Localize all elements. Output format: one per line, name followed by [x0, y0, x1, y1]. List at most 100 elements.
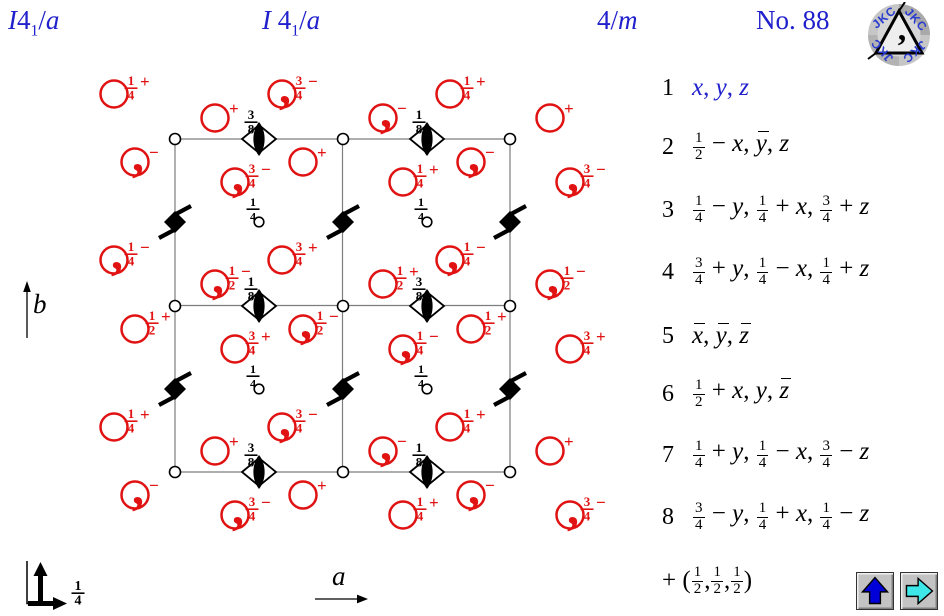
fraction-numerator: 1	[416, 107, 423, 122]
nav-up-button[interactable]	[856, 572, 894, 610]
fraction-numerator: 1	[229, 263, 236, 278]
text: +	[832, 255, 860, 283]
atom-circle: 12+	[456, 307, 507, 344]
text: +	[769, 193, 796, 221]
fraction-denominator: 8	[416, 122, 423, 137]
variable: x	[795, 255, 807, 283]
text: ,	[743, 255, 756, 283]
title-slash: /	[299, 5, 307, 35]
height-sign: −	[261, 493, 271, 512]
variable: z	[859, 255, 870, 283]
fraction-numerator: 3	[584, 161, 591, 176]
fraction-numerator: 3	[296, 73, 303, 88]
text: ,	[766, 377, 780, 405]
atom-circle: +	[288, 476, 327, 510]
text: ,	[766, 130, 780, 158]
text: )	[743, 567, 753, 594]
atom-enantiomer: ,−	[120, 462, 159, 515]
atom-circle: 14+	[435, 405, 486, 442]
space-group-number: No. 88	[756, 5, 830, 35]
comma-glyph: ,	[300, 296, 312, 349]
up-arrow-icon	[860, 576, 890, 605]
fraction-numerator: 1	[250, 195, 256, 209]
atom-circle: 14+	[388, 160, 439, 197]
jkc-logo: , JKC JKC JKC JKC	[867, 2, 930, 66]
atom-circle: 34+	[267, 238, 318, 275]
screw-axis-icon	[493, 204, 527, 240]
fraction-denominator: 4	[296, 88, 303, 103]
text: +	[769, 500, 796, 528]
fraction-denominator: 4	[417, 509, 424, 524]
variable: x	[732, 130, 744, 158]
atom-circle: +	[535, 99, 574, 133]
fraction-denominator: 4	[250, 377, 256, 391]
rotoinversion-axis-icon: 18	[408, 107, 446, 156]
height-sign: +	[261, 327, 271, 346]
fraction-denominator: 4	[418, 210, 424, 224]
text: ,	[726, 322, 740, 349]
text: +	[705, 255, 733, 283]
fraction-numerator: 3	[249, 494, 256, 509]
fraction-denominator: 4	[128, 88, 135, 103]
height-sign: +	[140, 405, 150, 424]
rotoinversion-axis-icon: 18	[408, 440, 446, 489]
comma-glyph: ,	[567, 482, 579, 535]
operation-formula: x, y, z	[692, 322, 749, 350]
variable: z	[859, 193, 870, 221]
text: ,	[703, 74, 716, 101]
fraction-numerator: 3	[296, 239, 303, 254]
barred-variable: y	[755, 130, 767, 158]
atom-circle: 14+	[388, 493, 439, 530]
height-sign: −	[485, 476, 495, 495]
inversion-center-icon: 14	[246, 195, 265, 228]
fraction-denominator: 8	[416, 455, 423, 470]
text: −	[705, 130, 733, 158]
fraction-numerator: 1	[417, 494, 424, 509]
comma-glyph: ,	[380, 418, 392, 471]
height-sign: +	[497, 307, 507, 326]
height-sign: −	[596, 160, 606, 179]
height-sign: +	[317, 143, 327, 162]
fraction-denominator: 8	[416, 289, 423, 304]
fraction-numerator: 1	[128, 406, 135, 421]
height-sign: +	[476, 72, 486, 91]
nav-next-button[interactable]	[900, 572, 938, 610]
space-group-title-short: I41/a	[8, 5, 59, 40]
fraction-numerator: 1	[485, 308, 492, 323]
height-sign: −	[485, 143, 495, 162]
variable: y	[732, 193, 744, 221]
lattice-node	[168, 465, 182, 479]
rotoinversion-axis-icon: 38	[240, 107, 278, 156]
variable: y	[755, 377, 767, 405]
text: −	[832, 500, 860, 528]
fraction-numerator: 1	[464, 239, 471, 254]
operation-number: 7	[662, 441, 674, 468]
comma-glyph: ,	[447, 227, 459, 280]
text: −	[769, 255, 796, 283]
comma-glyph: ,	[279, 61, 291, 114]
comma-glyph: ,	[279, 394, 291, 447]
text: ,	[743, 377, 756, 405]
atom-enantiomer: ,34−	[267, 61, 318, 114]
height-sign: −	[241, 262, 251, 281]
text: ,	[743, 193, 756, 221]
logo-comma-glyph: ,	[898, 11, 907, 48]
text: −	[769, 438, 796, 466]
axis-a-arrowhead	[357, 594, 368, 604]
fraction-denominator: 4	[75, 594, 82, 609]
variable: z	[859, 500, 870, 528]
operation-number: 3	[662, 196, 674, 223]
height-sign: −	[476, 238, 486, 257]
